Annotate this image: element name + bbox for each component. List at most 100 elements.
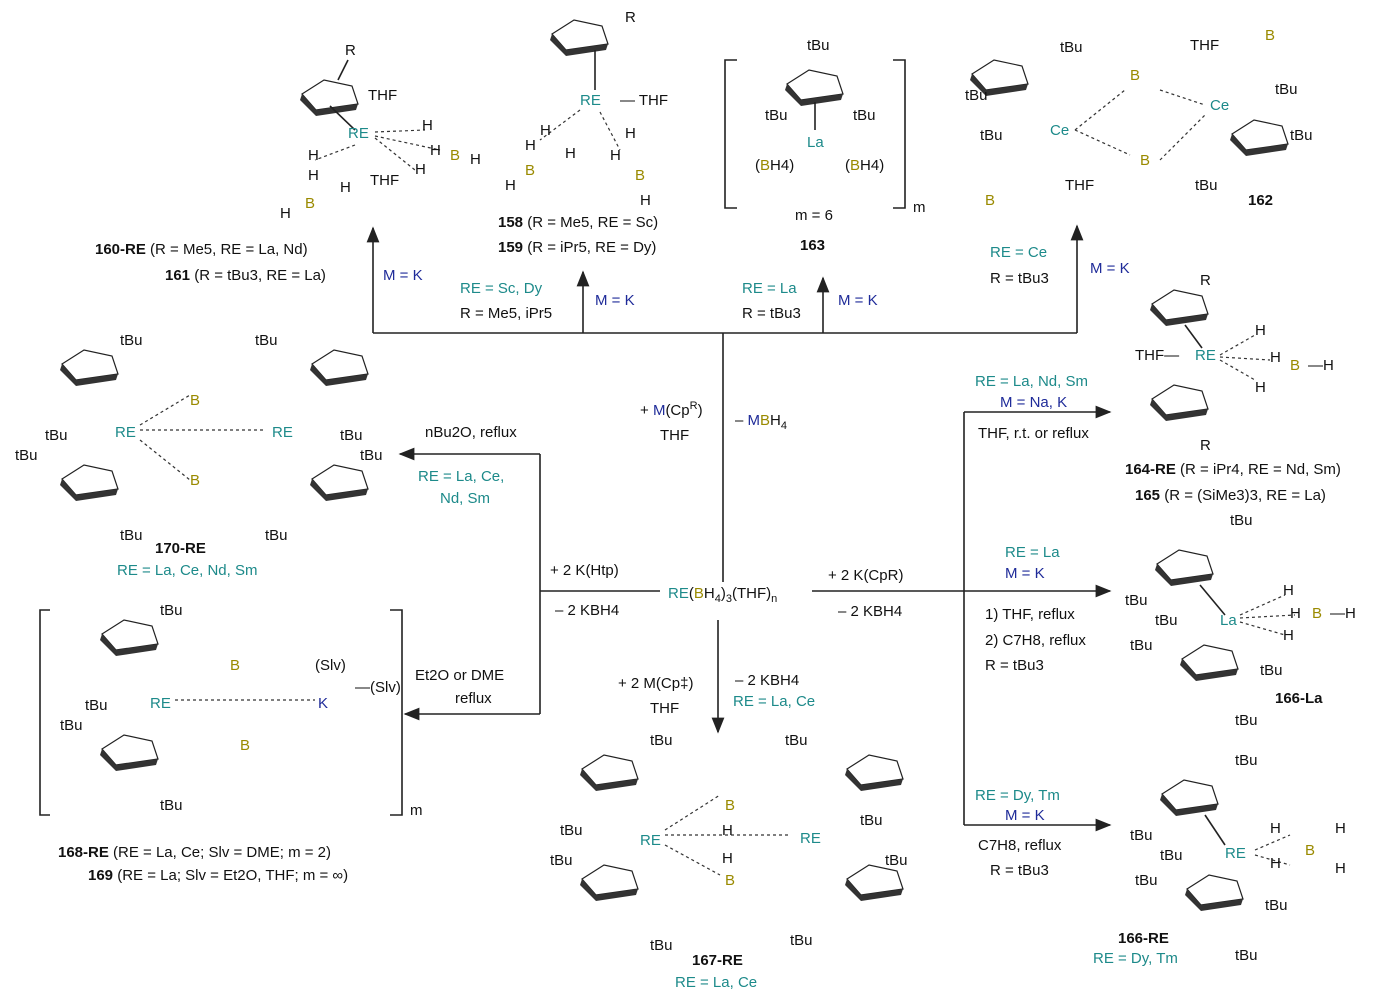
cond-166la-m: M = K (1005, 565, 1045, 582)
svg-text:tBu: tBu (965, 87, 988, 104)
svg-text:tBu: tBu (650, 732, 673, 749)
svg-text:tBu: tBu (785, 732, 808, 749)
svg-text:tBu: tBu (1235, 712, 1258, 729)
label-166re: 166-RE (1118, 930, 1169, 947)
svg-text:tBu: tBu (340, 427, 363, 444)
cond-158-r: R = Me5, iPr5 (460, 305, 552, 322)
cond-170-re2: Nd, Sm (440, 490, 490, 507)
cond-168-c1: Et2O or DME (415, 667, 504, 684)
svg-text:B: B (985, 192, 995, 209)
m-sub-168: m (410, 802, 423, 819)
cond-166la-c2: 2) C7H8, reflux (985, 632, 1086, 649)
svg-text:B: B (450, 147, 460, 164)
cond-166re-m: M = K (1005, 807, 1045, 824)
label-169: 169 (RE = La; Slv = Et2O, THF; m = ∞) (88, 867, 348, 884)
svg-text:tBu: tBu (160, 602, 183, 619)
svg-text:THF: THF (368, 87, 397, 104)
svg-text:(Slv): (Slv) (315, 657, 346, 674)
svg-text:tBu: tBu (1125, 592, 1148, 609)
svg-text:THF: THF (370, 172, 399, 189)
svg-text:RE: RE (115, 424, 136, 441)
cond-162-m: M = K (1090, 260, 1130, 277)
arrows (366, 224, 1112, 832)
center-compound: RE(BH4)3(THF)n (668, 585, 777, 605)
cond-166re-c2: R = tBu3 (990, 862, 1049, 879)
svg-text:tBu: tBu (1155, 612, 1178, 629)
svg-text:tBu: tBu (1260, 662, 1283, 679)
svg-text:H: H (625, 125, 636, 142)
svg-text:H: H (415, 161, 426, 178)
svg-text:tBu: tBu (1275, 81, 1298, 98)
label-166re-txt: RE = Dy, Tm (1093, 950, 1178, 967)
svg-text:H: H (565, 145, 576, 162)
svg-text:(BH4): (BH4) (755, 157, 794, 174)
cond-162-r: R = tBu3 (990, 270, 1049, 287)
svg-text:H: H (1255, 322, 1266, 339)
structure-158: R RE — THF HH BHH HH BH (505, 9, 668, 209)
svg-text:H: H (308, 167, 319, 184)
svg-text:B: B (305, 195, 315, 212)
cond-164-c: THF, r.t. or reflux (978, 425, 1089, 442)
svg-text:H: H (1270, 855, 1281, 872)
svg-text:H: H (1255, 379, 1266, 396)
m-sub-163: m (913, 199, 926, 216)
svg-text:H: H (470, 151, 481, 168)
svg-text:B: B (725, 872, 735, 889)
svg-text:RE: RE (150, 695, 171, 712)
cond-163-m: M = K (838, 292, 878, 309)
cond-163-r: R = tBu3 (742, 305, 801, 322)
svg-text:tBu: tBu (255, 332, 278, 349)
svg-text:tBu: tBu (1235, 947, 1258, 964)
svg-text:tBu: tBu (1290, 127, 1313, 144)
svg-text:B: B (240, 737, 250, 754)
cond-164-re: RE = La, Nd, Sm (975, 373, 1088, 390)
label-159: 159 (R = iPr5, RE = Dy) (498, 239, 656, 256)
svg-text:B: B (1312, 605, 1322, 622)
svg-text:THF: THF (1190, 37, 1219, 54)
svg-text:B: B (725, 797, 735, 814)
svg-text:tBu: tBu (550, 852, 573, 869)
svg-text:H: H (1270, 820, 1281, 837)
svg-text:H: H (308, 147, 319, 164)
svg-text:tBu: tBu (45, 427, 68, 444)
svg-text:La: La (1220, 612, 1237, 629)
label-165: 165 (R = (SiMe3)3, RE = La) (1135, 487, 1326, 504)
svg-text:THF: THF (1065, 177, 1094, 194)
cond-down-reagent: + 2 M(Cp‡) (618, 675, 693, 692)
label-166la: 166-La (1275, 690, 1323, 707)
svg-text:tBu: tBu (120, 527, 143, 544)
svg-text:B: B (1290, 357, 1300, 374)
svg-text:B: B (1140, 152, 1150, 169)
svg-text:tBu: tBu (60, 717, 83, 734)
svg-text:(BH4): (BH4) (845, 157, 884, 174)
svg-text:H: H (1270, 349, 1281, 366)
svg-text:tBu: tBu (360, 447, 383, 464)
svg-text:tBu: tBu (765, 107, 788, 124)
label-161: 161 (R = tBu3, RE = La) (165, 267, 326, 284)
label-170-txt: RE = La, Ce, Nd, Sm (117, 562, 257, 579)
svg-text:R: R (1200, 437, 1211, 454)
svg-text:RE: RE (348, 125, 369, 142)
svg-text:tBu: tBu (650, 937, 673, 954)
label-164: 164-RE (R = iPr4, RE = Nd, Sm) (1125, 461, 1341, 478)
svg-text:H: H (1283, 627, 1294, 644)
cond-166re-c1: C7H8, reflux (978, 837, 1062, 854)
svg-text:B: B (525, 162, 535, 179)
svg-text:H: H (422, 117, 433, 134)
svg-text:tBu: tBu (1230, 512, 1253, 529)
cond-right-reagent: + 2 K(CpR) (828, 567, 903, 584)
label-170: 170-RE (155, 540, 206, 557)
svg-text:tBu: tBu (1160, 847, 1183, 864)
svg-text:H: H (1335, 860, 1346, 877)
svg-text:THF—: THF— (1135, 347, 1179, 364)
cond-170-re1: RE = La, Ce, (418, 468, 504, 485)
svg-text:tBu: tBu (885, 852, 908, 869)
svg-text:—H: —H (1330, 605, 1356, 622)
cond-162-re: RE = Ce (990, 244, 1047, 261)
